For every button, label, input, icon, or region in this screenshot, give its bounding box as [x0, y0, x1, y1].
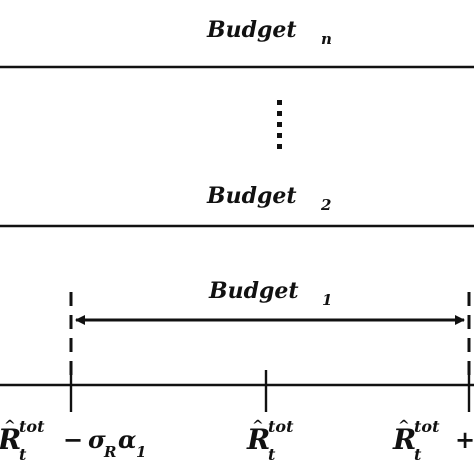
lower-sub: t: [19, 445, 27, 464]
lower-alpha: α: [118, 425, 136, 454]
lower-hat: ^: [4, 418, 16, 434]
center-r: R: [246, 423, 270, 456]
upper-r: R: [392, 423, 416, 456]
lower-sup: tot: [19, 417, 45, 436]
budget-1-label: Budget 1: [208, 278, 332, 309]
lower-r: R: [0, 423, 21, 456]
budget-2-label: Budget 2: [206, 183, 331, 214]
budget-2-sub: 2: [320, 196, 331, 214]
lower-alpha-sub: 1: [136, 443, 146, 461]
center-label: ^ R tot t: [246, 417, 294, 464]
center-hat: ^: [252, 418, 264, 434]
lower-sigma: σ: [88, 425, 106, 454]
lower-minus: −: [63, 425, 83, 454]
budget-n-sub: n: [321, 30, 332, 48]
budget-1-base: Budget: [208, 278, 299, 304]
upper-sub: t: [414, 445, 422, 464]
budget-n-base: Budget: [206, 17, 297, 43]
lower-sigma-sub: R: [103, 443, 116, 461]
lower-bound-label: ^ R tot t − σ R α 1: [0, 417, 146, 464]
upper-hat: ^: [398, 418, 410, 434]
center-sup: tot: [268, 417, 294, 436]
vertical-ellipsis-icon: [277, 100, 282, 149]
upper-sup: tot: [414, 417, 440, 436]
center-sub: t: [268, 445, 276, 464]
upper-bound-label: ^ R tot t +: [392, 417, 474, 464]
upper-plus: +: [455, 425, 474, 454]
budget-2-base: Budget: [206, 183, 297, 209]
budget-1-sub: 1: [322, 291, 332, 309]
budget-n-label: Budget n: [206, 17, 332, 48]
